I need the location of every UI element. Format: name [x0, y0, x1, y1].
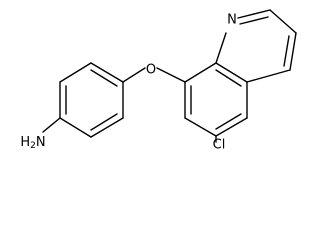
bond	[90, 117, 124, 138]
amine-n-text: N	[36, 135, 46, 150]
amine-h-text: H	[20, 135, 30, 150]
oxygen-label: O	[146, 63, 156, 78]
bond	[269, 9, 297, 34]
quinoline-pyridine-ring	[215, 9, 297, 83]
double-bond-inner	[215, 113, 242, 130]
double-bond-inner	[90, 113, 118, 131]
aminophenyl-ring	[59, 62, 124, 138]
bond	[184, 117, 217, 137]
bond	[184, 62, 217, 83]
quinoline-benzo-ring	[184, 62, 248, 137]
bond	[289, 32, 297, 71]
bond	[246, 69, 291, 83]
chlorine-label: Cl	[213, 138, 226, 153]
bond	[215, 117, 248, 137]
double-bond-inner	[215, 69, 242, 87]
ether-bond-right	[156, 67, 186, 83]
bond	[59, 62, 92, 83]
amine-label: H2N	[20, 135, 45, 152]
bond	[215, 32, 227, 64]
bond	[237, 9, 271, 19]
amine-bond	[42, 117, 61, 133]
double-bond-inner	[90, 69, 118, 87]
amine-subscript: 2	[30, 141, 36, 151]
chemical-structure-diagram: N O Cl H2N	[20, 9, 297, 153]
double-bond-inner	[239, 16, 269, 25]
bond	[215, 62, 248, 83]
nitrogen-label: N	[227, 13, 237, 28]
ether-bond-left	[122, 67, 146, 83]
double-bond-inner	[283, 35, 290, 67]
bond	[59, 117, 92, 138]
bond	[90, 62, 124, 83]
